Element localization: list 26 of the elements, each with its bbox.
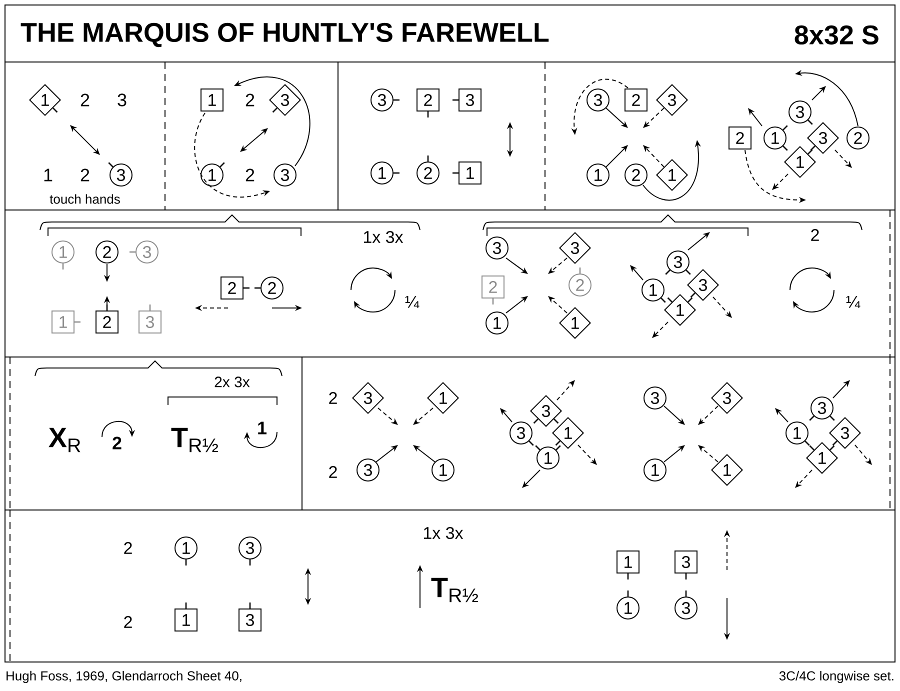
position-number: 3	[118, 94, 126, 106]
position-number: 2	[246, 168, 254, 182]
turn-count: 2	[112, 436, 122, 450]
footer-text: Hugh Foss, 1969, Glendarroch Sheet 40,	[6, 670, 242, 684]
fraction-label: ¼	[846, 296, 860, 308]
position-number: 2	[80, 94, 90, 106]
turn-count: 1	[258, 422, 267, 434]
footer-text: 3C/4C longwise set.	[779, 670, 894, 684]
note-text: touch hands	[50, 194, 120, 204]
position-number: 1	[44, 168, 52, 182]
repeat-label: 1x 3x	[364, 230, 404, 244]
bar-count: 2	[124, 616, 132, 628]
bar-count: 2	[329, 466, 337, 478]
code-text: 8x32 S	[794, 25, 878, 45]
repeat-label: 2	[811, 229, 819, 241]
figure-symbol: T$_{R½}$	[431, 578, 478, 602]
figure-symbol: X$_{R}$	[48, 428, 80, 452]
repeat-label: 2x 3x	[214, 376, 250, 388]
fraction-label: ¼	[405, 296, 420, 308]
bar-count: 2	[329, 392, 337, 404]
repeat-label: 1x 3x	[424, 526, 464, 540]
position-number: 2	[246, 94, 254, 106]
bar-count: 2	[124, 542, 132, 554]
title: THE MARQUIS OF HUNTLY'S FAREWELL	[20, 22, 549, 48]
position-number: 2	[80, 168, 90, 182]
figure-symbol: T$_{R½}$	[171, 428, 218, 452]
